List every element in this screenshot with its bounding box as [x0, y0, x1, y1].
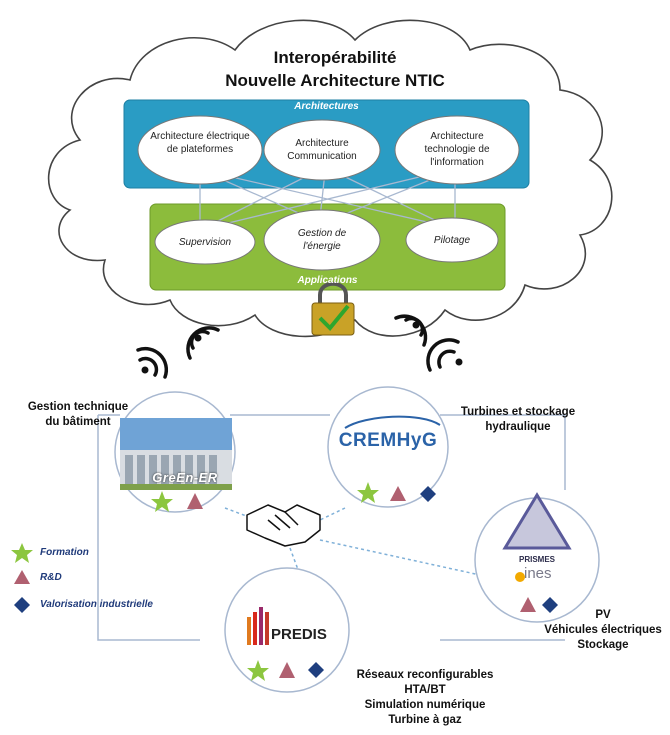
applications-label: Applications [297, 275, 358, 286]
title-line1: Interopérabilité [273, 48, 397, 67]
title-line2: Nouvelle Architecture NTIC [225, 71, 445, 90]
cremhyg-badges [357, 482, 436, 503]
cremhyg-label: Turbines et stockage hydraulique [448, 405, 588, 435]
prismes-label: PV Véhicules électriques Stockage [540, 608, 666, 653]
prismes-logo-triangle [502, 492, 572, 550]
cremhyg-label-line2: hydraulique [485, 421, 551, 433]
predis-label-line2: HTA/BT [404, 684, 446, 696]
diamond-icon [14, 597, 30, 613]
predis-label-line4: Turbine à gaz [388, 714, 462, 726]
app-supervision-text: Supervision [178, 237, 232, 248]
legend-rd: R&D [40, 572, 62, 583]
predis-logo-mark [247, 607, 269, 645]
arch-cloud-communication [263, 119, 381, 181]
arch-cloud-electrique [137, 115, 263, 185]
prismes-label-line2: Véhicules électriques [544, 624, 662, 636]
arch-communication-text: Architecture Communication [287, 138, 357, 162]
predis-badges [247, 660, 324, 681]
predis-logo-text: PREDIS [271, 626, 327, 643]
wifi-icon [426, 338, 463, 372]
greener-label: Gestion technique du bâtiment [8, 400, 148, 430]
arch-technologie-text: Architecture technologie de l'informatio… [424, 131, 490, 168]
greener-label-line1: Gestion technique [27, 401, 129, 413]
greener-logo: GreEn-ER [152, 470, 218, 485]
legend-valorisation: Valorisation industrielle [40, 599, 153, 610]
prismes-label-line3: Stockage [577, 639, 629, 651]
app-cloud-pilotage [405, 217, 499, 263]
architectures-label: Architectures [294, 101, 359, 112]
wifi-icon [136, 346, 169, 379]
cremhyg-swoosh [344, 415, 441, 429]
ines-logo-text: ines [524, 565, 552, 582]
app-cloud-supervision [154, 219, 256, 265]
arch-electrique-text: Architecture électrique de plateformes [150, 131, 250, 155]
greener-badges [151, 491, 203, 512]
triangle-icon [14, 570, 30, 584]
wifi-icon [186, 326, 220, 360]
star-icon [11, 543, 33, 563]
arch-cloud-technologie [394, 115, 520, 185]
greener-building-image [120, 418, 232, 490]
cremhyg-label-line1: Turbines et stockage [460, 406, 576, 418]
handshake-icon [246, 504, 321, 547]
ines-sun-icon [515, 572, 525, 582]
wifi-icon [394, 314, 428, 347]
prismes-logo-text: PRISMES [518, 555, 555, 564]
network-frame [97, 415, 565, 641]
prismes-label-line1: PV [595, 609, 611, 621]
predis-label-line3: Simulation numérique [364, 699, 486, 711]
prismes-badges [520, 597, 558, 613]
app-pilotage-text: Pilotage [433, 235, 471, 246]
predis-circle [224, 567, 350, 693]
predis-label: Réseaux reconfigurables HTA/BT Simulatio… [345, 668, 505, 728]
padlock-check-icon [311, 281, 355, 336]
legend-formation: Formation [40, 547, 89, 558]
greener-label-line2: du bâtiment [45, 416, 111, 428]
app-cloud-gestion [263, 209, 381, 271]
predis-label-line1: Réseaux reconfigurables [356, 669, 494, 681]
app-gestion-text: Gestion de l'énergie [297, 228, 347, 252]
dotted-links [224, 507, 481, 576]
cremhyg-logo: CREMHyG [338, 430, 438, 451]
